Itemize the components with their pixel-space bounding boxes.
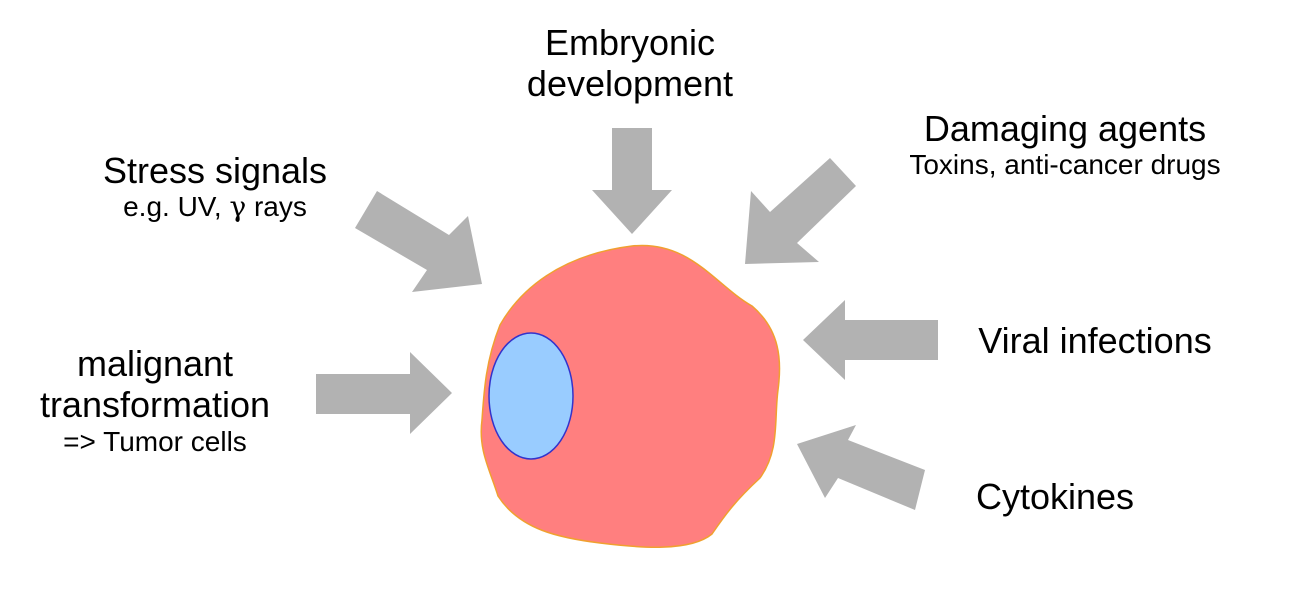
arrow-damaging	[745, 158, 856, 264]
embryonic-line1: Embryonic	[544, 22, 716, 63]
arrow-viral	[803, 300, 938, 380]
arrow-malignant	[316, 352, 452, 434]
label-malignant-transformation: malignant transformation => Tumor cells	[0, 343, 310, 458]
cell-body	[480, 244, 781, 548]
cell-nucleus	[488, 332, 574, 460]
stress-sub-prefix: e.g. UV,	[123, 191, 230, 223]
arrow-stress	[355, 191, 482, 292]
damaging-subtitle: Toxins, anti-cancer drugs	[909, 149, 1221, 181]
label-cytokines: Cytokines	[935, 476, 1175, 517]
label-viral-infections: Viral infections	[940, 320, 1250, 361]
arrow-cytokines	[797, 425, 925, 510]
embryonic-line2: development	[526, 63, 734, 105]
label-embryonic-development: Embryonic development	[470, 22, 790, 105]
malignant-line2: transformation	[39, 384, 271, 426]
arrow-embryonic	[592, 128, 672, 234]
stress-sub-suffix: rays	[246, 191, 307, 223]
damaging-title: Damaging agents	[923, 108, 1207, 149]
cytokines-title: Cytokines	[975, 476, 1135, 517]
stress-subtitle: e.g. UV, γ rays	[40, 191, 390, 223]
malignant-line1: malignant	[76, 343, 234, 384]
gamma-symbol: γ	[229, 190, 247, 224]
viral-title: Viral infections	[978, 320, 1212, 361]
malignant-subtitle: => Tumor cells	[63, 425, 247, 457]
label-stress-signals: Stress signals e.g. UV, γ rays	[40, 150, 390, 224]
label-damaging-agents: Damaging agents Toxins, anti-cancer drug…	[870, 108, 1260, 182]
stress-title: Stress signals	[102, 150, 328, 191]
